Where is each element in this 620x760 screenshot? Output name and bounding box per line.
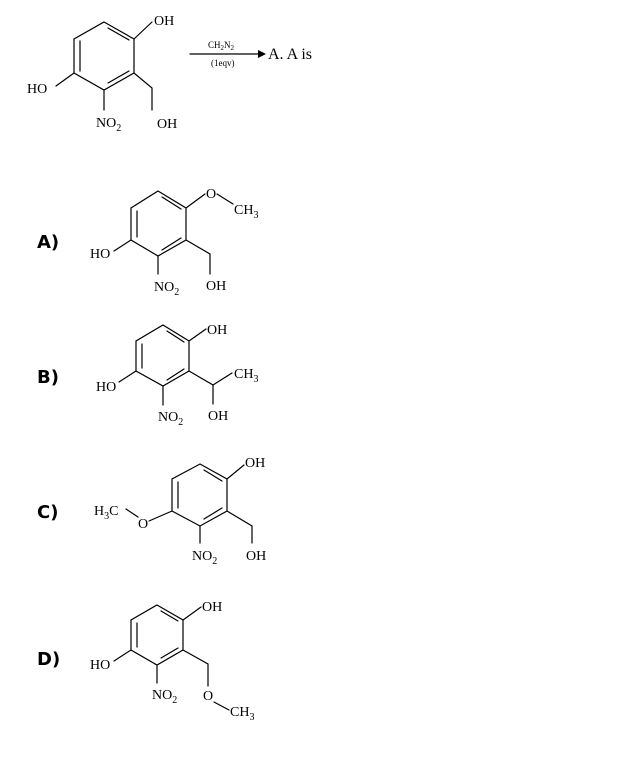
bond-ho-left [55, 72, 75, 87]
option-b-ho: HO [96, 380, 116, 395]
option-c-o: O [138, 517, 148, 532]
reagent-formula: CH2N2 [208, 40, 235, 52]
benzene-ring [130, 604, 184, 666]
option-a-o: O [206, 187, 216, 202]
reaction-arrow [189, 50, 266, 58]
option-d-structure[interactable]: OH HO NO2 O CH3 [90, 600, 254, 723]
bond-oh-top [133, 21, 153, 40]
option-b-oh: OH [208, 409, 228, 424]
option-a-oh: OH [206, 279, 226, 294]
benzene-ring [73, 21, 135, 91]
option-d-label[interactable]: D) [37, 649, 60, 670]
option-c-no2: NO2 [192, 549, 217, 567]
option-c-oh-top: OH [245, 456, 265, 471]
option-b-ch3: CH3 [234, 367, 258, 385]
option-a-no2: NO2 [154, 280, 179, 298]
option-a-structure[interactable]: O CH3 HO NO2 OH [90, 187, 258, 298]
option-c-structure[interactable]: OH H3C O NO2 OH [94, 456, 266, 567]
benzene-ring [130, 190, 187, 257]
option-d-no2: NO2 [152, 688, 177, 706]
label-ho-left: HO [27, 82, 47, 97]
option-b-oh-top: OH [207, 323, 227, 338]
option-a-ch3: CH3 [234, 203, 258, 221]
label-oh-bottom: OH [157, 117, 177, 132]
option-c-oh: OH [246, 549, 266, 564]
option-b-structure[interactable]: OH HO NO2 CH3 OH [96, 323, 258, 428]
option-c-label[interactable]: C) [37, 502, 58, 523]
option-a-ho: HO [90, 247, 110, 262]
reactant-structure: OH HO NO2 OH [27, 14, 177, 134]
option-a-label[interactable]: A) [37, 232, 59, 253]
option-c-h3c: H3C [94, 504, 118, 522]
option-d-oh-top: OH [202, 600, 222, 615]
option-d-o: O [203, 689, 213, 704]
label-no2: NO2 [96, 116, 121, 134]
benzene-ring [171, 463, 228, 527]
option-b-no2: NO2 [158, 410, 183, 428]
option-d-ch3: CH3 [230, 705, 254, 723]
option-d-ho: HO [90, 658, 110, 673]
question-result-text: A. A is [268, 46, 312, 63]
bond-ch2oh [133, 72, 153, 111]
benzene-ring [135, 324, 190, 387]
reagent-equivalents: (1eqv) [211, 58, 235, 68]
option-b-label[interactable]: B) [37, 367, 59, 388]
label-oh-top: OH [154, 14, 174, 29]
